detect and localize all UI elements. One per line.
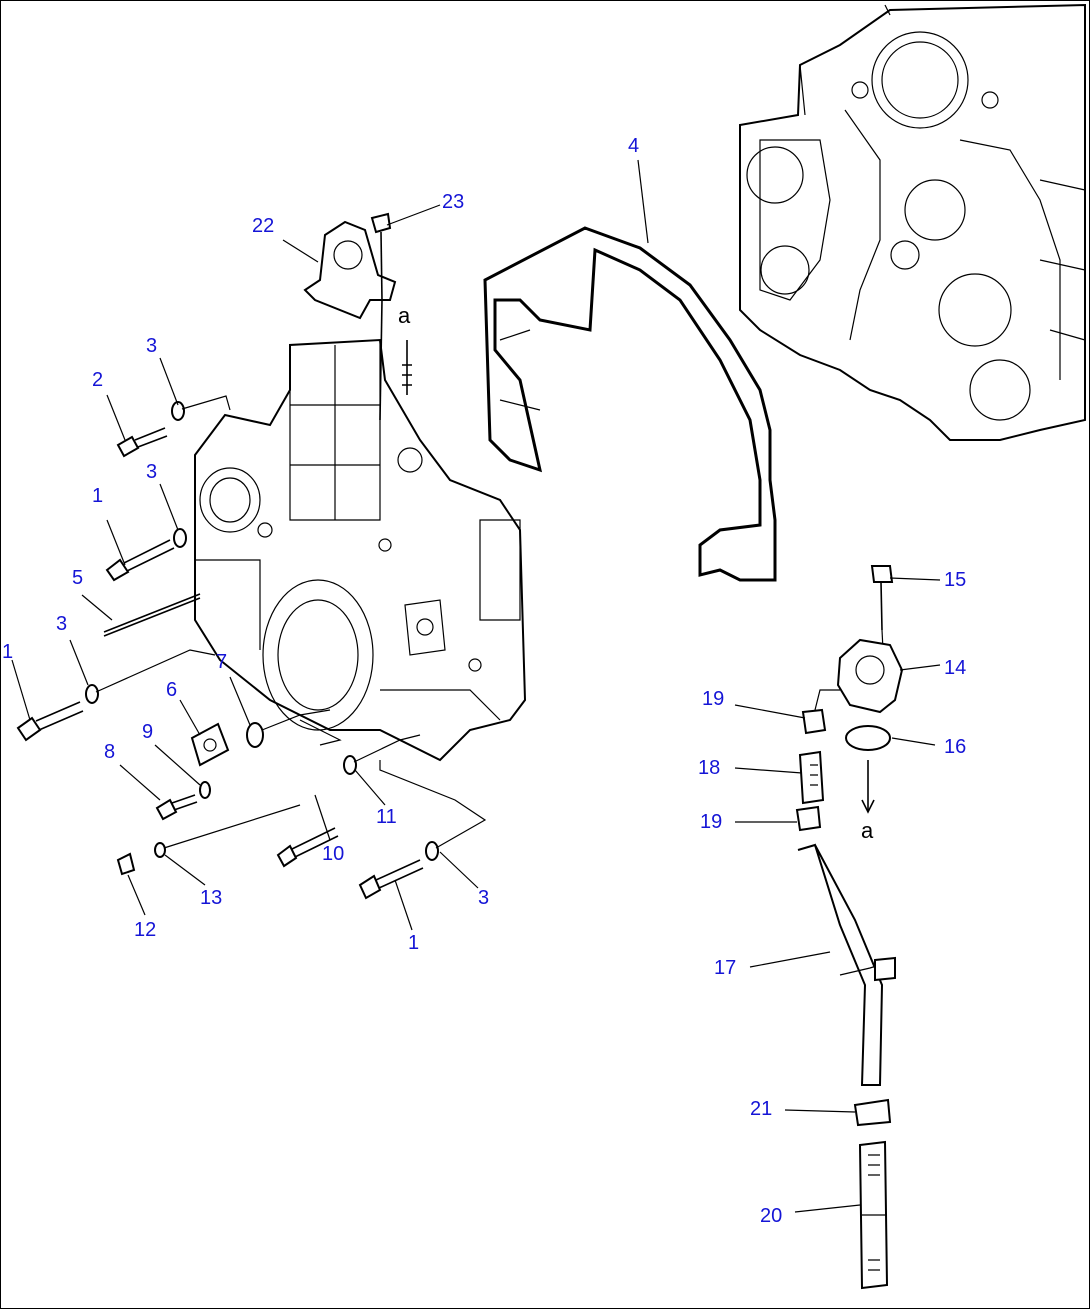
leader-lines — [11, 159, 941, 1213]
tube-17 — [797, 843, 896, 1086]
callout-20: 20 — [760, 1205, 782, 1227]
callout-1-left: 1 — [2, 641, 13, 663]
hose-18 — [798, 750, 825, 805]
plug-7 — [246, 709, 331, 748]
callout-18: 18 — [698, 757, 720, 779]
callout-13: 13 — [200, 887, 222, 909]
callout-16: 16 — [944, 736, 966, 758]
callout-23: 23 — [442, 191, 464, 213]
callout-11: 11 — [376, 806, 397, 828]
gasket — [483, 226, 777, 582]
clamp-19b — [795, 805, 822, 832]
washer-9 — [199, 781, 211, 799]
clamp-21 — [853, 1098, 892, 1127]
leader-11 — [353, 734, 421, 763]
leader-1c — [379, 760, 487, 849]
leader-2 — [181, 395, 231, 411]
callout-8: 8 — [104, 741, 115, 763]
ref-a-seal: a — [861, 818, 874, 843]
washer-11 — [343, 755, 357, 775]
callout-3-left: 3 — [56, 613, 67, 635]
bolt-1c — [358, 859, 424, 900]
leader-1b — [95, 649, 216, 693]
washer-3b — [173, 528, 187, 548]
bolt-2 — [116, 427, 168, 458]
housing-14 — [814, 638, 904, 714]
bolt-10 — [276, 827, 339, 868]
callout-3-top: 3 — [146, 335, 157, 357]
callout-12: 12 — [134, 919, 156, 941]
bolt-8 — [155, 794, 198, 821]
callout-17: 17 — [714, 957, 736, 979]
callout-5: 5 — [72, 567, 83, 589]
callout-2: 2 — [92, 369, 103, 391]
callout-7: 7 — [216, 651, 227, 673]
pin-5 — [103, 593, 201, 637]
washer-3d — [425, 841, 439, 861]
callout-14: 14 — [944, 657, 966, 679]
seal-16 — [845, 725, 891, 751]
callout-6: 6 — [166, 679, 177, 701]
engine-block — [739, 3, 1086, 441]
callout-1-bottom: 1 — [408, 932, 419, 954]
callout-9: 9 — [142, 721, 153, 743]
callout-3-mid: 3 — [146, 461, 157, 483]
callout-19-lower: 19 — [700, 811, 722, 833]
bolt-1a — [105, 539, 175, 582]
callout-22: 22 — [252, 215, 274, 237]
callout-4: 4 — [628, 135, 639, 157]
plug-12 — [116, 852, 136, 876]
seal-13 — [154, 804, 301, 858]
washer-3a — [171, 401, 185, 421]
callouts: 4 22 23 3 2 3 1 5 3 1 7 6 9 8 11 10 13 3… — [2, 135, 966, 1227]
callout-1-upper: 1 — [92, 485, 103, 507]
lifting-bracket — [303, 220, 397, 320]
ref-a-cover: a — [398, 303, 411, 328]
gasket-6 — [190, 722, 230, 767]
ref-arrow-a2 — [861, 760, 875, 814]
ref-arrow-a1 — [402, 340, 412, 395]
callout-3-bottom: 3 — [478, 887, 489, 909]
leader-10 — [299, 719, 342, 746]
front-cover — [194, 338, 527, 762]
bolt-1b — [16, 701, 84, 742]
callout-15: 15 — [944, 569, 966, 591]
bolt-23 — [370, 212, 392, 421]
callout-21: 21 — [750, 1098, 772, 1120]
bolt-15 — [870, 565, 894, 651]
washer-3c — [85, 684, 99, 704]
callout-19-upper: 19 — [702, 688, 724, 710]
clamp-19a — [801, 708, 827, 735]
hose-20 — [858, 1140, 889, 1290]
callout-10: 10 — [322, 843, 344, 865]
